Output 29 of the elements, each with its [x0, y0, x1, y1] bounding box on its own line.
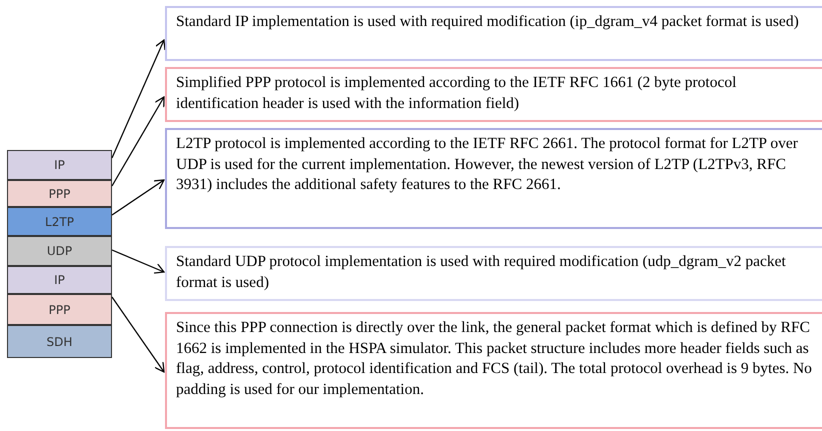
description-text: Standard UDP protocol implementation is used with required modification (udp_dgram_v2 packet format is used)	[176, 253, 786, 290]
protocol-layer	[7, 207, 112, 236]
protocol-layer	[7, 236, 112, 266]
description-box	[165, 312, 822, 429]
protocol-layer	[7, 294, 112, 325]
description-text: Simplified PPP protocol is implemented according to the IETF RFC 1661 (2 byte protocol identification header is used with the information field)	[176, 74, 736, 112]
description-box	[165, 128, 822, 229]
protocol-layer	[7, 180, 112, 207]
layer-label: IP	[54, 273, 65, 287]
description-box	[165, 246, 822, 301]
description-text: L2TP protocol is implemented according to the IETF RFC 2661. The protocol format for L2TP over UDP is used for the current implementation. However, the newest version of L2TP (L2TPv3, RFC 3931) includes the additional safety features to the RFC 2661.	[176, 135, 798, 193]
protocol-layer	[7, 325, 112, 358]
layer-label: L2TP	[45, 214, 74, 228]
protocol-layer	[7, 150, 112, 180]
description-text: Since this PPP connection is directly over the link, the general packet format which is defined by RFC 1662 is implemented in the HSPA simulator. This packet structure includes more header fields such as flag, address, control, protocol identification and FCS (tail). The total protocol overhead is 9 bytes. No padding is used for our implementation.	[176, 319, 812, 398]
arrow	[112, 179, 165, 216]
protocol-layer	[7, 266, 112, 294]
description-text: Standard IP implementation is used with required modification (ip_dgram_v4 packet format is used)	[176, 13, 799, 30]
arrow	[111, 96, 165, 186]
layer-label: PPP	[48, 186, 70, 200]
arrow	[111, 39, 166, 158]
layer-label: UDP	[46, 244, 72, 258]
layer-label: SDH	[46, 334, 72, 348]
arrow	[112, 296, 165, 373]
description-box	[165, 6, 822, 61]
layer-label: PPP	[48, 302, 70, 316]
arrow	[112, 249, 165, 274]
description-box	[165, 67, 822, 122]
layer-label: IP	[54, 158, 65, 172]
